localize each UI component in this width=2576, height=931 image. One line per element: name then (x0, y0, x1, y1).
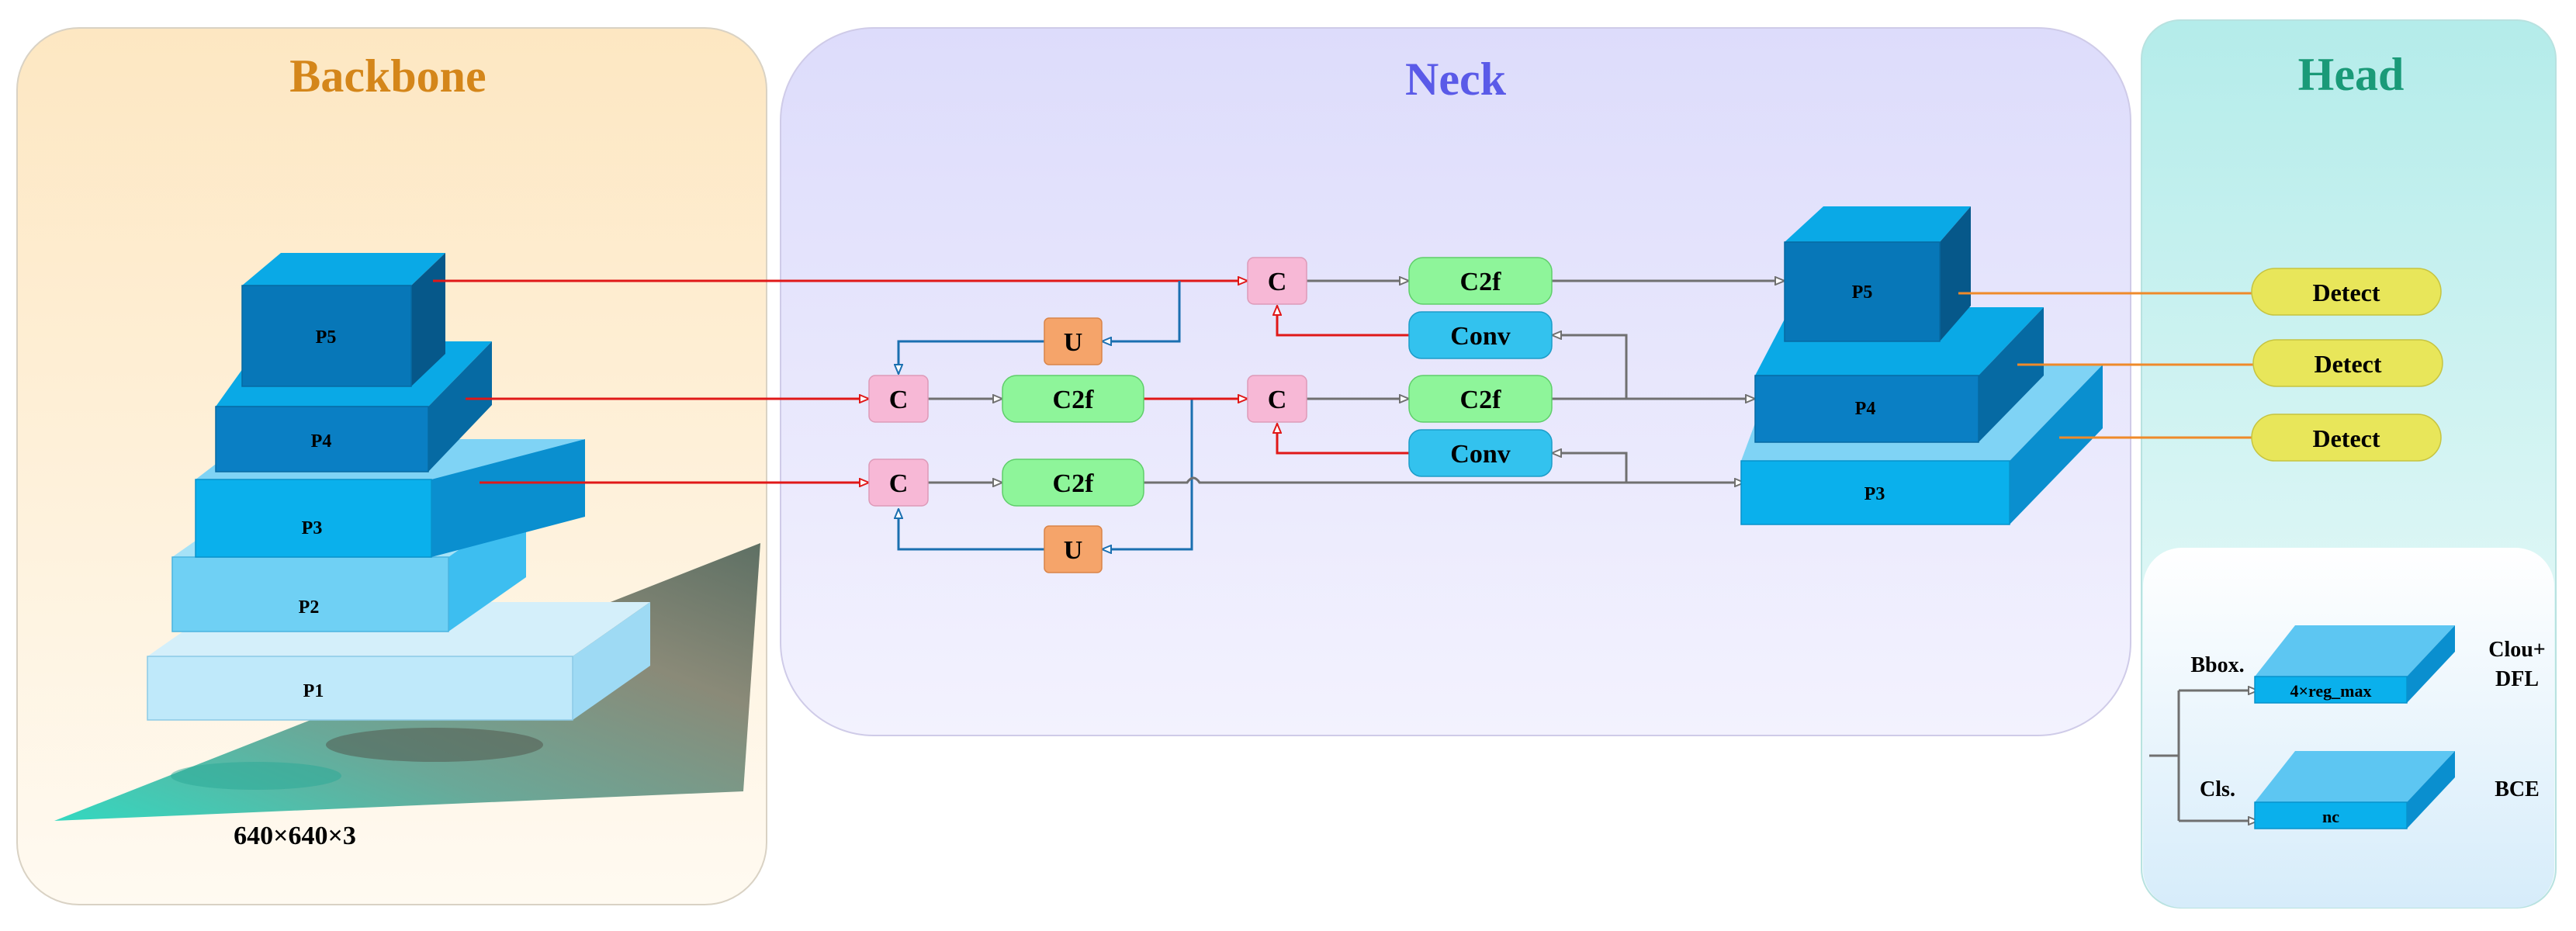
bbox-loss-label-line2: DFL (2495, 667, 2539, 691)
conv-node-low: Conv (1408, 429, 1553, 477)
head-branch-lines (2149, 690, 2180, 821)
arrow-concat-top-to-upsample (1102, 281, 1181, 341)
conv-node-top: Conv (1408, 311, 1553, 359)
bbox-branch-label: Bbox. (2190, 653, 2244, 677)
arrow-c2f-low-to-p3 (1144, 476, 1744, 483)
arrow-upsample-to-concat-mid (898, 340, 1044, 374)
svg-text:C: C (1268, 268, 1287, 296)
arrow-c2f-low-to-conv (1552, 453, 1628, 483)
head-title: Head (2298, 49, 2405, 100)
svg-text:Detect: Detect (2312, 424, 2380, 452)
arrow-upsample-to-concat-low (898, 509, 1044, 551)
neck-p4-label: P4 (1855, 399, 1876, 419)
cls-branch-label: Cls. (2200, 777, 2235, 801)
cls-tensor-label: nc (2322, 807, 2339, 826)
bbox-loss-label-line1: Clou+ (2488, 638, 2546, 662)
cls-loss-label: BCE (2495, 777, 2540, 801)
concat-node-top: C (1247, 257, 1307, 305)
svg-text:Conv: Conv (1450, 440, 1510, 469)
concat-node-mid-right: C (1247, 375, 1307, 423)
detect-node-p5: Detect (2251, 268, 2442, 316)
svg-text:C: C (1268, 386, 1287, 414)
detect-node-p4: Detect (2252, 339, 2443, 387)
detect-node-p3: Detect (2251, 414, 2442, 462)
c2f-node-low: C2f (1002, 459, 1144, 507)
backbone-p2-label: P2 (299, 597, 320, 618)
cls-tensor-block: nc (2254, 751, 2455, 829)
c2f-node-mid: C2f (1002, 375, 1144, 423)
upsample-node-top: U (1044, 317, 1103, 365)
svg-text:C2f: C2f (1460, 386, 1502, 414)
concat-node-mid-left: C (868, 375, 929, 423)
svg-text:C2f: C2f (1053, 386, 1095, 414)
bbox-tensor-block: 4×reg_max (2254, 625, 2455, 704)
svg-text:U: U (1064, 536, 1083, 565)
concat-node-low: C (868, 459, 929, 507)
head-loss-subpanel (2143, 548, 2554, 908)
upsample-node-bottom: U (1044, 525, 1103, 573)
backbone-p3-label: P3 (302, 518, 323, 538)
c2f-node-mid-right: C2f (1408, 375, 1553, 423)
arrow-conv-low-to-concat (1277, 424, 1409, 455)
arrow-conv-top-to-concat (1277, 306, 1409, 337)
backbone-title: Backbone (289, 50, 486, 102)
svg-text:C: C (889, 469, 909, 498)
neck-p5-label: P5 (1852, 282, 1873, 303)
svg-text:C: C (889, 386, 909, 414)
bbox-tensor-label: 4×reg_max (2290, 681, 2372, 701)
svg-text:Detect: Detect (2312, 279, 2380, 306)
backbone-p5-block: P5 (241, 253, 445, 387)
svg-text:Detect: Detect (2314, 350, 2381, 378)
backbone-p1-label: P1 (303, 681, 324, 701)
svg-text:Conv: Conv (1450, 322, 1510, 351)
backbone-p5-label: P5 (316, 327, 337, 348)
arrow-c2f-mid-to-conv (1552, 335, 1628, 399)
svg-text:C2f: C2f (1460, 268, 1502, 296)
neck-p3-label: P3 (1864, 484, 1885, 504)
svg-text:U: U (1064, 328, 1083, 357)
c2f-node-top-right: C2f (1408, 257, 1553, 305)
neck-title: Neck (1405, 54, 1507, 105)
svg-text:C2f: C2f (1053, 469, 1095, 498)
neck-p5-block: P5 (1784, 206, 1971, 342)
arrow-c2f-to-upsample-bottom (1102, 399, 1193, 549)
backbone-p4-label: P4 (311, 431, 332, 452)
input-size-label: 640×640×3 (234, 822, 356, 850)
